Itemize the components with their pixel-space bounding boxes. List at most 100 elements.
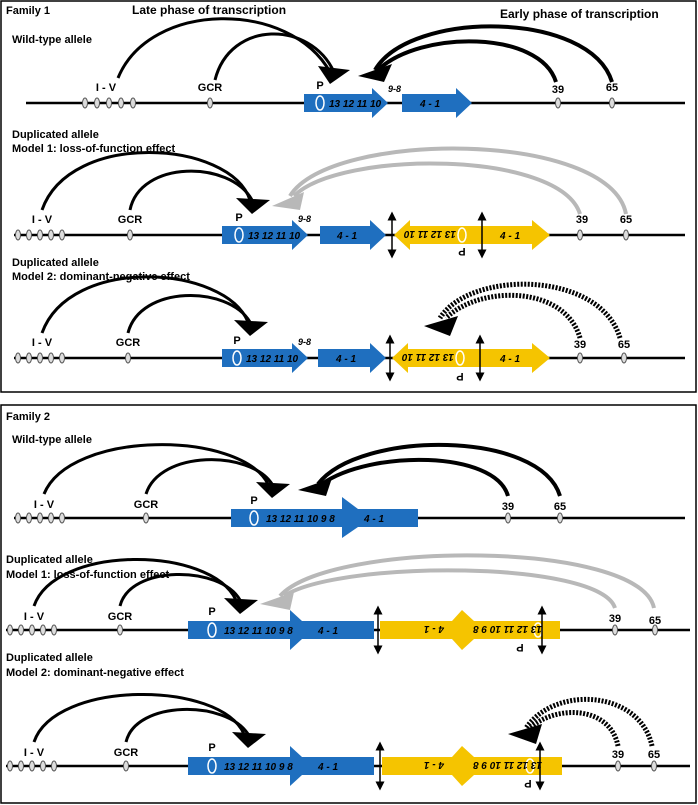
enhancer — [40, 624, 46, 636]
gcr-site — [125, 352, 131, 364]
gray-arc-65 — [278, 553, 656, 609]
gray-arrowhead — [260, 592, 294, 610]
enhancer — [130, 97, 136, 109]
label-39: 39 — [574, 339, 586, 351]
gray-arc-39 — [292, 161, 582, 215]
promoter-oval — [315, 95, 325, 111]
label-39: 39 — [576, 214, 588, 226]
site-39 — [577, 352, 583, 364]
yellow-exon-label-b: 4 - 1 — [499, 231, 520, 242]
enhancer — [48, 512, 54, 524]
promoter-label: P — [233, 335, 240, 347]
late-arc-gcr — [124, 708, 250, 743]
enhancer — [29, 760, 35, 772]
early-arc-39 — [320, 457, 510, 497]
exon-label: 13 12 11 10 9 8 — [224, 762, 293, 773]
promoter-oval — [232, 350, 242, 366]
f2-m1-yellow — [380, 610, 560, 650]
late-arrowhead — [224, 598, 258, 614]
iv-label: I - V — [34, 499, 55, 511]
late-arc-gcr — [144, 458, 274, 495]
f1-dup-title-2: Duplicated allele — [12, 257, 99, 269]
f2-dup-title-2: Duplicated allele — [6, 652, 93, 664]
promoter-oval — [207, 758, 217, 774]
site-65 — [557, 512, 563, 524]
early-arc-65 — [316, 443, 562, 497]
promoter-label-flipped: P — [524, 777, 531, 789]
enhancer — [26, 352, 32, 364]
f2-model2-title: Model 2: dominant-negative effect — [6, 667, 184, 679]
early-arc-39 — [376, 39, 558, 83]
exon-label: 13 12 11 10 9 8 — [266, 514, 335, 525]
iv-label: I - V — [24, 611, 45, 623]
f2-model2-row: I - V GCR 39 65 13 12 11 10 9 8 4 - 1 P … — [6, 693, 690, 791]
dotted-arrowhead — [508, 724, 542, 744]
exon-mid-label: 9-8 — [298, 337, 311, 347]
promoter-oval-yellow — [455, 350, 465, 366]
early-phase-label: Early phase of transcription — [500, 7, 659, 21]
dotted-arc-39 — [528, 710, 621, 747]
yellow-exon-label-b: 4 - 1 — [424, 623, 445, 634]
label-39: 39 — [502, 501, 514, 513]
f2-m2-yellow — [382, 746, 562, 786]
gray-arc-65 — [288, 146, 628, 215]
family1-frame — [0, 0, 697, 393]
late-arc-gcr — [213, 32, 336, 81]
exon-label: 13 12 11 10 — [246, 354, 299, 365]
label-65: 65 — [618, 339, 630, 351]
enhancer — [94, 97, 100, 109]
late-arrowhead — [236, 198, 270, 214]
site-65 — [651, 760, 657, 772]
promoter-label: P — [250, 495, 257, 507]
promoter-label-flipped: P — [456, 370, 463, 382]
enhancer — [26, 512, 32, 524]
gcr-label: GCR — [198, 82, 223, 94]
site-39 — [505, 512, 511, 524]
f1-model2-title: Model 2: dominant-negative effect — [12, 271, 190, 283]
site-65 — [652, 624, 658, 636]
exon-label: 13 12 11 10 9 8 — [224, 626, 293, 637]
iv-label: I - V — [32, 214, 53, 226]
late-arc-iv — [116, 17, 332, 79]
enhancer — [37, 229, 43, 241]
f1-model1-row: I - V GCR 39 65 13 12 11 10 P 9-8 4 - 1 … — [14, 146, 685, 259]
promoter-oval-yellow — [457, 227, 467, 243]
promoter-label: P — [208, 742, 215, 754]
promoter-oval — [249, 510, 259, 526]
f1-wt-row: I - V GCR 39 65 13 12 11 10 P 9-8 4 - 1 — [26, 17, 685, 118]
f1-m1-blue-b — [320, 220, 386, 250]
gcr-label: GCR — [134, 499, 159, 511]
f1-wt-blue-exons-a — [304, 88, 388, 118]
late-arrowhead — [232, 732, 266, 748]
enhancer — [15, 352, 21, 364]
gcr-site — [207, 97, 213, 109]
site-39 — [555, 97, 561, 109]
late-arc-iv — [32, 693, 246, 743]
enhancer — [51, 760, 57, 772]
gcr-label: GCR — [118, 214, 143, 226]
enhancer — [29, 624, 35, 636]
label-39: 39 — [612, 749, 624, 761]
early-arrowhead — [298, 478, 332, 496]
enhancer — [26, 229, 32, 241]
f1-m1-yellow — [394, 220, 550, 250]
late-arc-gcr — [126, 294, 252, 334]
site-39 — [615, 760, 621, 772]
gcr-label: GCR — [116, 337, 141, 349]
yellow-exon-label: 13 12 11 10 — [403, 228, 456, 239]
enhancer — [59, 352, 65, 364]
late-arc-gcr — [118, 573, 242, 607]
promoter-label-flipped: P — [458, 245, 465, 257]
label-65: 65 — [620, 214, 632, 226]
gcr-site — [143, 512, 149, 524]
enhancer — [48, 352, 54, 364]
gray-arc-39 — [282, 568, 617, 609]
gcr-site — [117, 624, 123, 636]
gcr-site — [123, 760, 129, 772]
iv-label: I - V — [96, 82, 117, 94]
f2-wt-row: I - V GCR 39 65 13 12 11 10 9 8 4 - 1 P — [14, 443, 685, 538]
f1-m2-yellow — [392, 343, 550, 373]
f2-m1-blue — [188, 610, 374, 650]
exon-mid-label: 9-8 — [388, 84, 401, 94]
